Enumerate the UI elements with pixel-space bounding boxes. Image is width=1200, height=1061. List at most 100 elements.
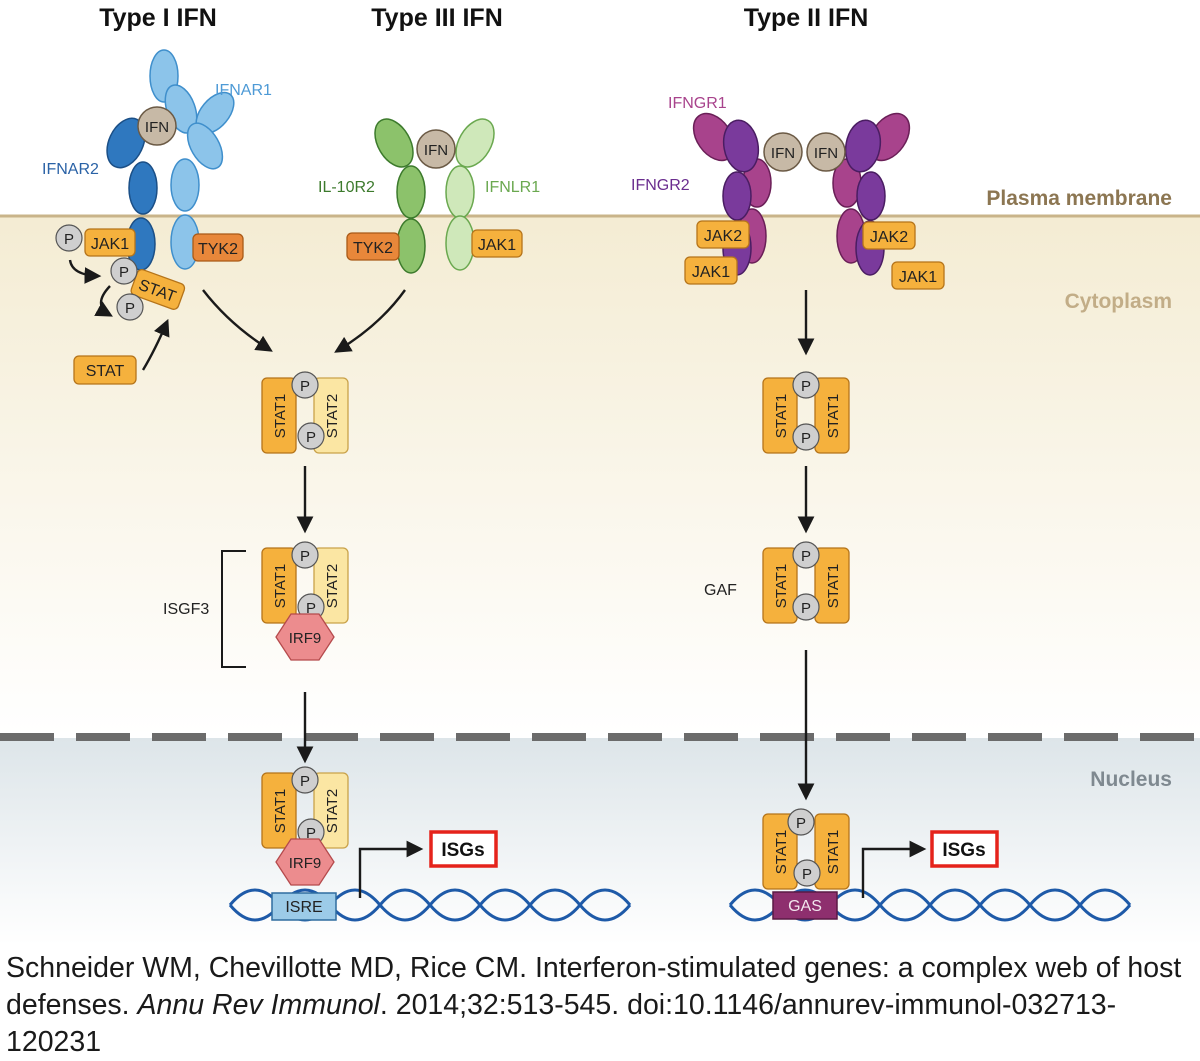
jak1-type1: JAK1	[84, 228, 136, 257]
label-nucleus: Nucleus	[1090, 768, 1172, 791]
ifn-signaling-diagram: Type I IFN Type III IFN Type II IFN Plas…	[0, 4, 1200, 945]
isgs-output-right: ISGs	[930, 830, 999, 868]
cytoplasm-region	[0, 216, 1200, 736]
arrow-type1-to-dimer	[202, 289, 273, 352]
svg-text:STAT2: STAT2	[324, 394, 341, 438]
label-cytoplasm: Cytoplasm	[1065, 290, 1172, 313]
svg-text:STAT1: STAT1	[825, 564, 842, 608]
stat1-homodimer-cytoplasm: STAT1 STAT1 P P	[762, 371, 850, 454]
il10r2-label: IL-10R2	[318, 179, 375, 196]
stat-being-phosphorylated: STAT	[130, 268, 186, 310]
gas-element: GAS	[772, 891, 838, 920]
arrow-stat-phosphorylation	[94, 285, 113, 317]
svg-text:JAK1: JAK1	[692, 264, 730, 281]
svg-text:P: P	[125, 300, 135, 317]
svg-text:STAT2: STAT2	[324, 789, 341, 833]
ifngr1-label: IFNGR1	[668, 95, 727, 112]
svg-text:IFN: IFN	[424, 142, 448, 159]
jak2-right: JAK2	[862, 221, 916, 250]
svg-text:STAT: STAT	[86, 363, 125, 380]
svg-text:STAT1: STAT1	[773, 394, 790, 438]
stat1-stat2-dimer-cytoplasm: STAT1 STAT2 P P	[261, 371, 349, 454]
jak2-left: JAK2	[696, 220, 750, 249]
gaf-label: GAF	[704, 582, 737, 599]
svg-text:TYK2: TYK2	[198, 241, 238, 258]
ifnlr1-receptor	[445, 118, 495, 271]
svg-text:JAK1: JAK1	[91, 236, 129, 253]
svg-text:STAT1: STAT1	[272, 789, 289, 833]
svg-text:P: P	[64, 231, 74, 248]
free-stat: STAT	[73, 355, 137, 385]
ifngr2-label: IFNGR2	[631, 177, 690, 194]
svg-text:STAT1: STAT1	[773, 564, 790, 608]
svg-text:STAT1: STAT1	[272, 394, 289, 438]
jak1-type3: JAK1	[471, 229, 523, 258]
svg-text:ISGs: ISGs	[942, 840, 985, 861]
gaf-nuclear-complex: STAT1 STAT1 P P	[762, 808, 850, 890]
svg-text:IRF9: IRF9	[289, 630, 322, 647]
phospho-stat-top: P	[110, 257, 138, 285]
svg-text:P: P	[801, 548, 811, 565]
svg-text:IFN: IFN	[814, 145, 838, 162]
isgf3-label: ISGF3	[163, 601, 209, 618]
svg-text:P: P	[306, 825, 316, 842]
arrow-gas-transcription	[861, 840, 927, 898]
svg-text:P: P	[801, 378, 811, 395]
arrow-isre-transcription	[358, 840, 424, 898]
svg-text:JAK2: JAK2	[870, 229, 908, 246]
jak1-left: JAK1	[684, 256, 738, 285]
svg-text:P: P	[802, 866, 812, 883]
il10r2-receptor	[374, 118, 426, 274]
svg-text:P: P	[119, 264, 129, 281]
type3-ifn-ligand: IFN	[416, 129, 456, 169]
type2-ifn-ligand-right: IFN	[806, 132, 846, 172]
nucleus-region	[0, 738, 1200, 945]
ifnlr1-label: IFNLR1	[485, 179, 540, 196]
gaf-complex: STAT1 STAT1 P P	[762, 541, 850, 624]
svg-text:P: P	[801, 430, 811, 447]
ifnar2-label: IFNAR2	[42, 161, 99, 178]
svg-text:STAT1: STAT1	[825, 830, 842, 874]
svg-text:JAK2: JAK2	[704, 228, 742, 245]
svg-text:IFN: IFN	[145, 119, 169, 136]
type2-ifn-ligand-left: IFN	[763, 132, 803, 172]
svg-text:JAK1: JAK1	[478, 237, 516, 254]
svg-text:JAK1: JAK1	[899, 269, 937, 286]
svg-text:P: P	[306, 429, 316, 446]
citation-authors: Schneider WM, Chevillotte MD, Rice CM. I…	[6, 952, 1182, 1021]
svg-text:STAT1: STAT1	[773, 830, 790, 874]
svg-text:ISRE: ISRE	[285, 899, 322, 916]
type1-ifn-ligand: IFN	[137, 106, 177, 146]
svg-text:P: P	[300, 548, 310, 565]
arrow-stat-recruitment	[141, 318, 170, 371]
svg-text:STAT1: STAT1	[825, 394, 842, 438]
heading-type1-ifn: Type I IFN	[99, 4, 217, 32]
svg-text:IRF9: IRF9	[289, 855, 322, 872]
svg-text:P: P	[796, 815, 806, 832]
svg-text:GAS: GAS	[788, 898, 822, 915]
tyk2-type1: TYK2	[192, 233, 244, 262]
heading-type2-ifn: Type II IFN	[744, 4, 869, 32]
isgf3-bracket	[221, 550, 246, 668]
svg-text:STAT1: STAT1	[272, 564, 289, 608]
svg-text:P: P	[801, 600, 811, 617]
citation-journal: Annu Rev Immunol	[137, 989, 380, 1021]
isgf3-nuclear-complex: STAT1 STAT2 P P IRF9	[261, 766, 349, 886]
isre-element: ISRE	[271, 892, 337, 921]
ifnar1-label: IFNAR1	[215, 82, 272, 99]
svg-text:ISGs: ISGs	[441, 840, 484, 861]
isgs-output-left: ISGs	[429, 830, 498, 868]
phospho-stat-bottom: P	[116, 293, 144, 321]
svg-text:IFN: IFN	[771, 145, 795, 162]
svg-text:P: P	[300, 773, 310, 790]
heading-type3-ifn: Type III IFN	[371, 4, 503, 32]
svg-text:STAT2: STAT2	[324, 564, 341, 608]
isgf3-complex: STAT1 STAT2 P P IRF9	[261, 541, 349, 661]
svg-text:P: P	[306, 600, 316, 617]
citation: Schneider WM, Chevillotte MD, Rice CM. I…	[6, 950, 1196, 1061]
arrow-jak1-phosphorylation	[68, 259, 102, 284]
label-plasma-membrane: Plasma membrane	[986, 187, 1172, 210]
svg-text:P: P	[300, 378, 310, 395]
citation-details: . 2014;32:513-545. doi:10.1146/annurev-i…	[6, 989, 1117, 1058]
svg-text:TYK2: TYK2	[353, 240, 393, 257]
